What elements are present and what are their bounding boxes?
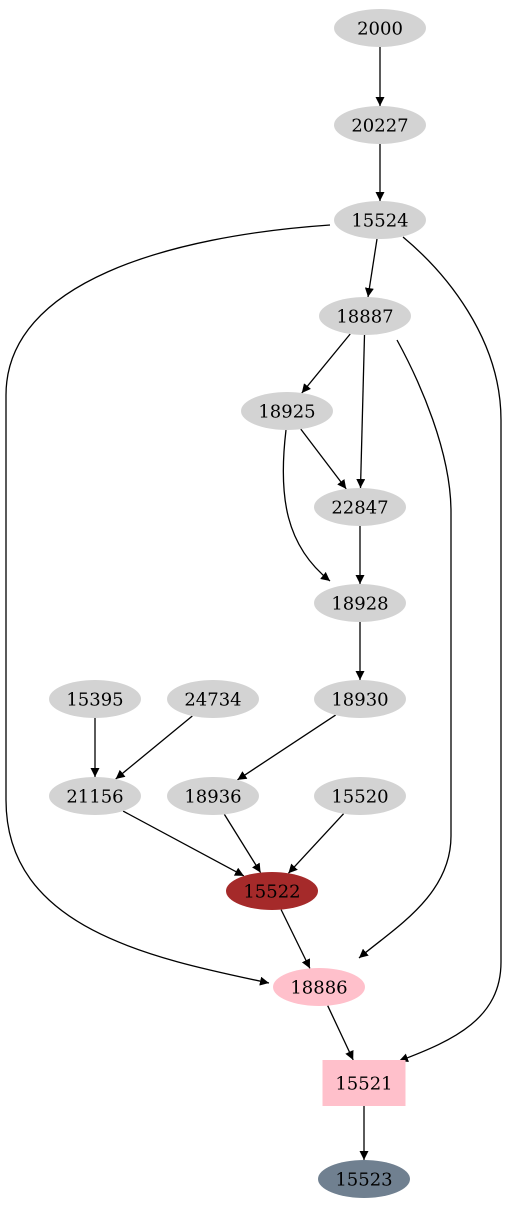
node-ellipse-shape bbox=[49, 680, 141, 718]
edge-24734-to-21156 bbox=[115, 715, 193, 780]
graph-node-18886: 18886 bbox=[273, 968, 365, 1006]
edge-15524-to-18887 bbox=[364, 238, 378, 298]
node-label: 15520 bbox=[331, 787, 388, 808]
edge-18887-to-18886 bbox=[358, 339, 452, 959]
node-ellipse-shape bbox=[167, 680, 259, 718]
node-ellipse-shape bbox=[319, 297, 411, 335]
node-label: 18886 bbox=[290, 978, 347, 999]
edge-15522-to-18886 bbox=[280, 909, 311, 969]
edge-15524-to-15521 bbox=[398, 236, 502, 1063]
graph-node-20227: 20227 bbox=[334, 106, 426, 144]
edge-18925-to-18928 bbox=[282, 429, 331, 582]
node-ellipse-shape bbox=[318, 1160, 410, 1198]
edge-layer bbox=[5, 47, 502, 1160]
node-label: 15521 bbox=[335, 1074, 392, 1095]
edge-21156-to-15522 bbox=[122, 810, 245, 877]
node-label: 2000 bbox=[357, 19, 403, 40]
node-label: 24734 bbox=[184, 690, 241, 711]
graph-node-15524: 15524 bbox=[334, 201, 426, 239]
edge-18887-to-22847 bbox=[356, 334, 366, 489]
node-label: 15523 bbox=[335, 1170, 392, 1191]
node-ellipse-shape bbox=[334, 106, 426, 144]
graph-node-18930: 18930 bbox=[314, 680, 406, 718]
node-ellipse-shape bbox=[314, 488, 406, 526]
graph-node-24734: 24734 bbox=[167, 680, 259, 718]
node-label: 18930 bbox=[331, 690, 388, 711]
node-ellipse-shape bbox=[314, 680, 406, 718]
graph-node-15522: 15522 bbox=[226, 872, 318, 910]
edge-18930-to-18936 bbox=[237, 714, 336, 781]
edge-18925-to-22847 bbox=[300, 428, 347, 490]
graph-node-21156: 21156 bbox=[49, 777, 141, 815]
node-label: 18928 bbox=[331, 594, 388, 615]
graph-node-2000: 2000 bbox=[334, 9, 426, 47]
edge-18887-to-18925 bbox=[301, 333, 351, 394]
graph-node-15395: 15395 bbox=[49, 680, 141, 718]
node-label: 15395 bbox=[66, 690, 123, 711]
graph-node-18936: 18936 bbox=[167, 777, 259, 815]
node-box-shape bbox=[322, 1060, 406, 1106]
graph-node-15520: 15520 bbox=[314, 777, 406, 815]
graph-node-22847: 22847 bbox=[314, 488, 406, 526]
node-ellipse-shape bbox=[334, 201, 426, 239]
node-ellipse-shape bbox=[49, 777, 141, 815]
node-label: 18925 bbox=[258, 402, 315, 423]
node-ellipse-shape bbox=[226, 872, 318, 910]
edge-15520-to-15522 bbox=[287, 813, 345, 874]
node-ellipse-shape bbox=[334, 9, 426, 47]
node-ellipse-shape bbox=[314, 777, 406, 815]
edge-18936-to-15522 bbox=[223, 814, 262, 873]
graph-node-18928: 18928 bbox=[314, 584, 406, 622]
graph-node-18887: 18887 bbox=[319, 297, 411, 335]
node-label: 15522 bbox=[243, 882, 300, 903]
node-ellipse-shape bbox=[167, 777, 259, 815]
node-label: 22847 bbox=[331, 498, 388, 519]
graph-node-15521: 15521 bbox=[322, 1060, 406, 1106]
node-label: 20227 bbox=[351, 116, 408, 137]
node-ellipse-shape bbox=[241, 392, 333, 430]
node-label: 15524 bbox=[351, 211, 408, 232]
node-ellipse-shape bbox=[314, 584, 406, 622]
graph-node-18925: 18925 bbox=[241, 392, 333, 430]
node-label: 21156 bbox=[66, 787, 123, 808]
edge-15524-to-18886 bbox=[5, 224, 331, 986]
node-layer: 2000 20227 15524 18887 18925 22847 18928 15395 2… bbox=[49, 9, 426, 1198]
edge-18886-to-15521 bbox=[327, 1005, 354, 1061]
node-label: 18936 bbox=[184, 787, 241, 808]
graph-node-15523: 15523 bbox=[318, 1160, 410, 1198]
node-ellipse-shape bbox=[273, 968, 365, 1006]
node-label: 18887 bbox=[336, 307, 393, 328]
